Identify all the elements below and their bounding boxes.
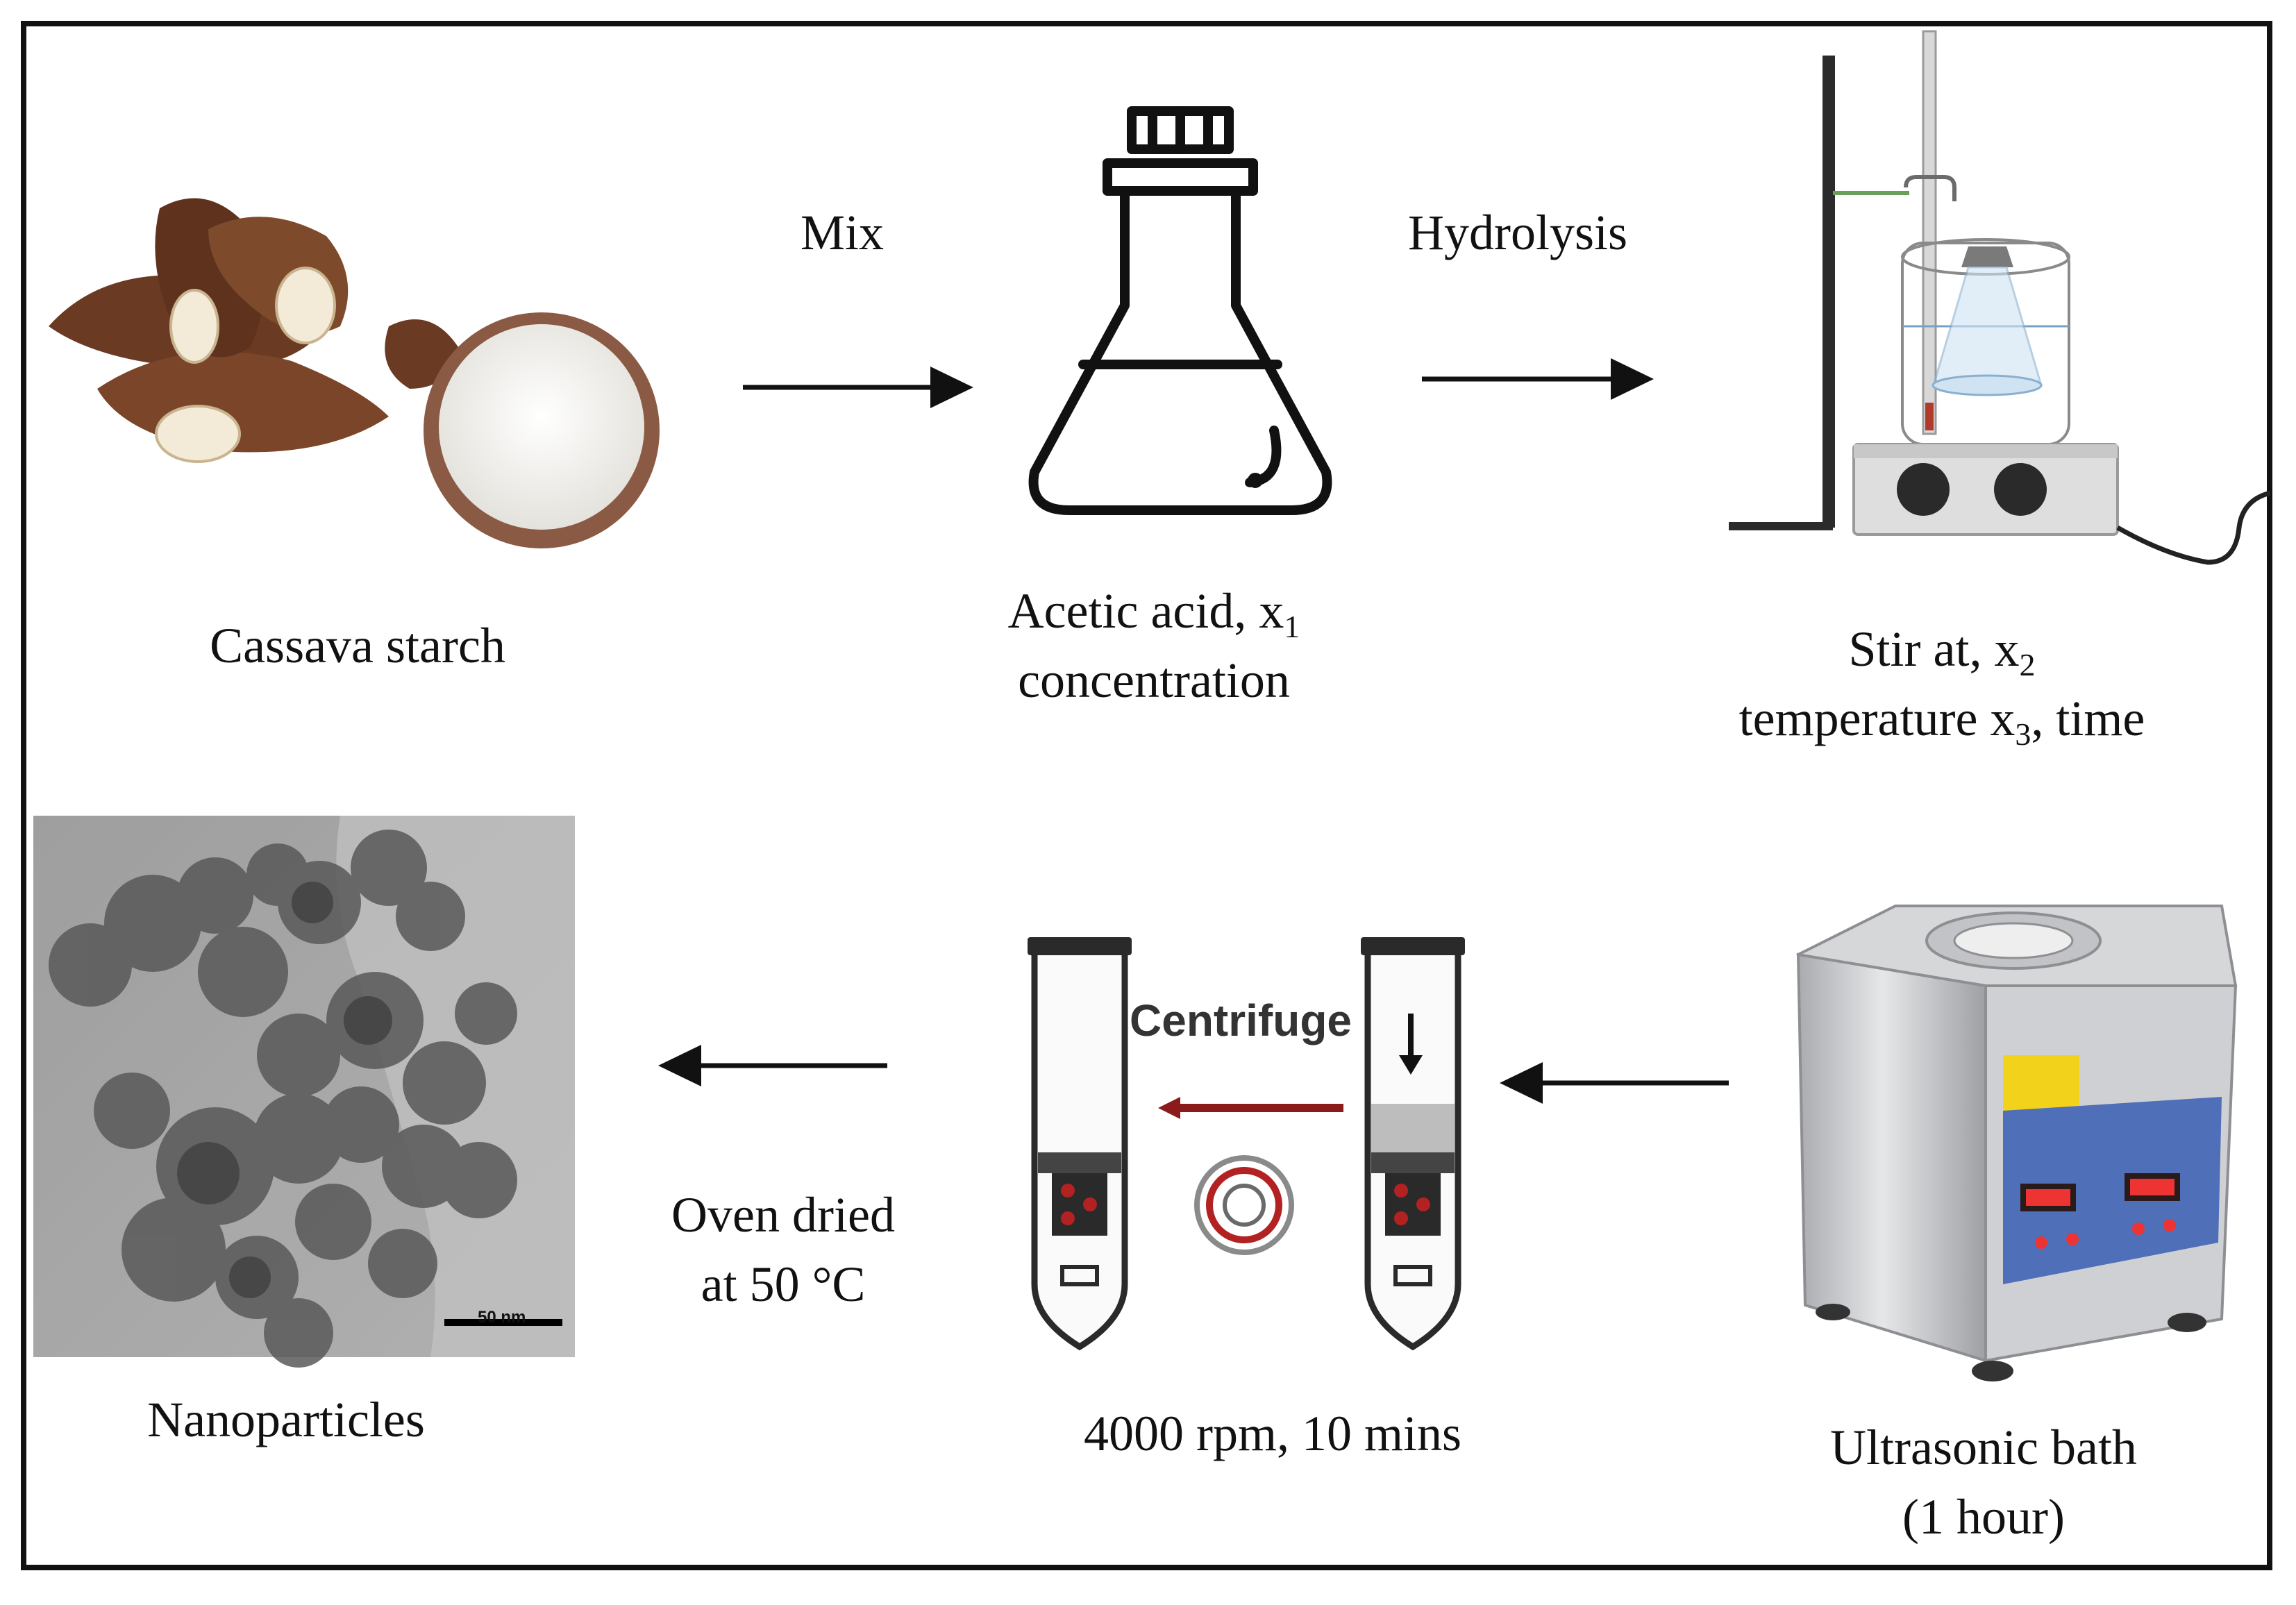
stirrer-setup-icon (1729, 30, 2271, 565)
ultrasonic-bath-icon (1796, 905, 2238, 1381)
flask-icon (1028, 106, 1332, 515)
nanoparticles-label: Nanoparticles (147, 1392, 425, 1447)
mix-label: Mix (800, 205, 885, 260)
scale-bar-label: 50 nm (478, 1308, 526, 1327)
ultrasonic-bath-label: Ultrasonic bath (1830, 1420, 2137, 1475)
oven-dried-label: Oven dried (671, 1187, 895, 1243)
scale-bar (444, 1319, 562, 1326)
stir-label: Stir at, x2 (1848, 621, 2036, 682)
tem-image (33, 816, 575, 1368)
centrifuge-tube-icon (1028, 937, 1465, 1351)
acetic-acid-label: Acetic acid, x1 (1007, 583, 1300, 644)
concentration-label: concentration (1018, 653, 1290, 708)
ultrasonic-duration-label: (1 hour) (1902, 1489, 2065, 1545)
cassava-starch-label: Cassava starch (210, 618, 505, 673)
temperature-time-label: temperature x3, time (1738, 691, 2145, 752)
centrifuge-speed-label: 4000 rpm, 10 mins (1083, 1406, 1462, 1461)
centrifuge-label: Centrifuge (1130, 995, 1352, 1045)
cassava-photo (49, 198, 660, 548)
oven-temp-label: at 50 °C (701, 1257, 866, 1312)
hydrolysis-label: Hydrolysis (1407, 205, 1628, 260)
